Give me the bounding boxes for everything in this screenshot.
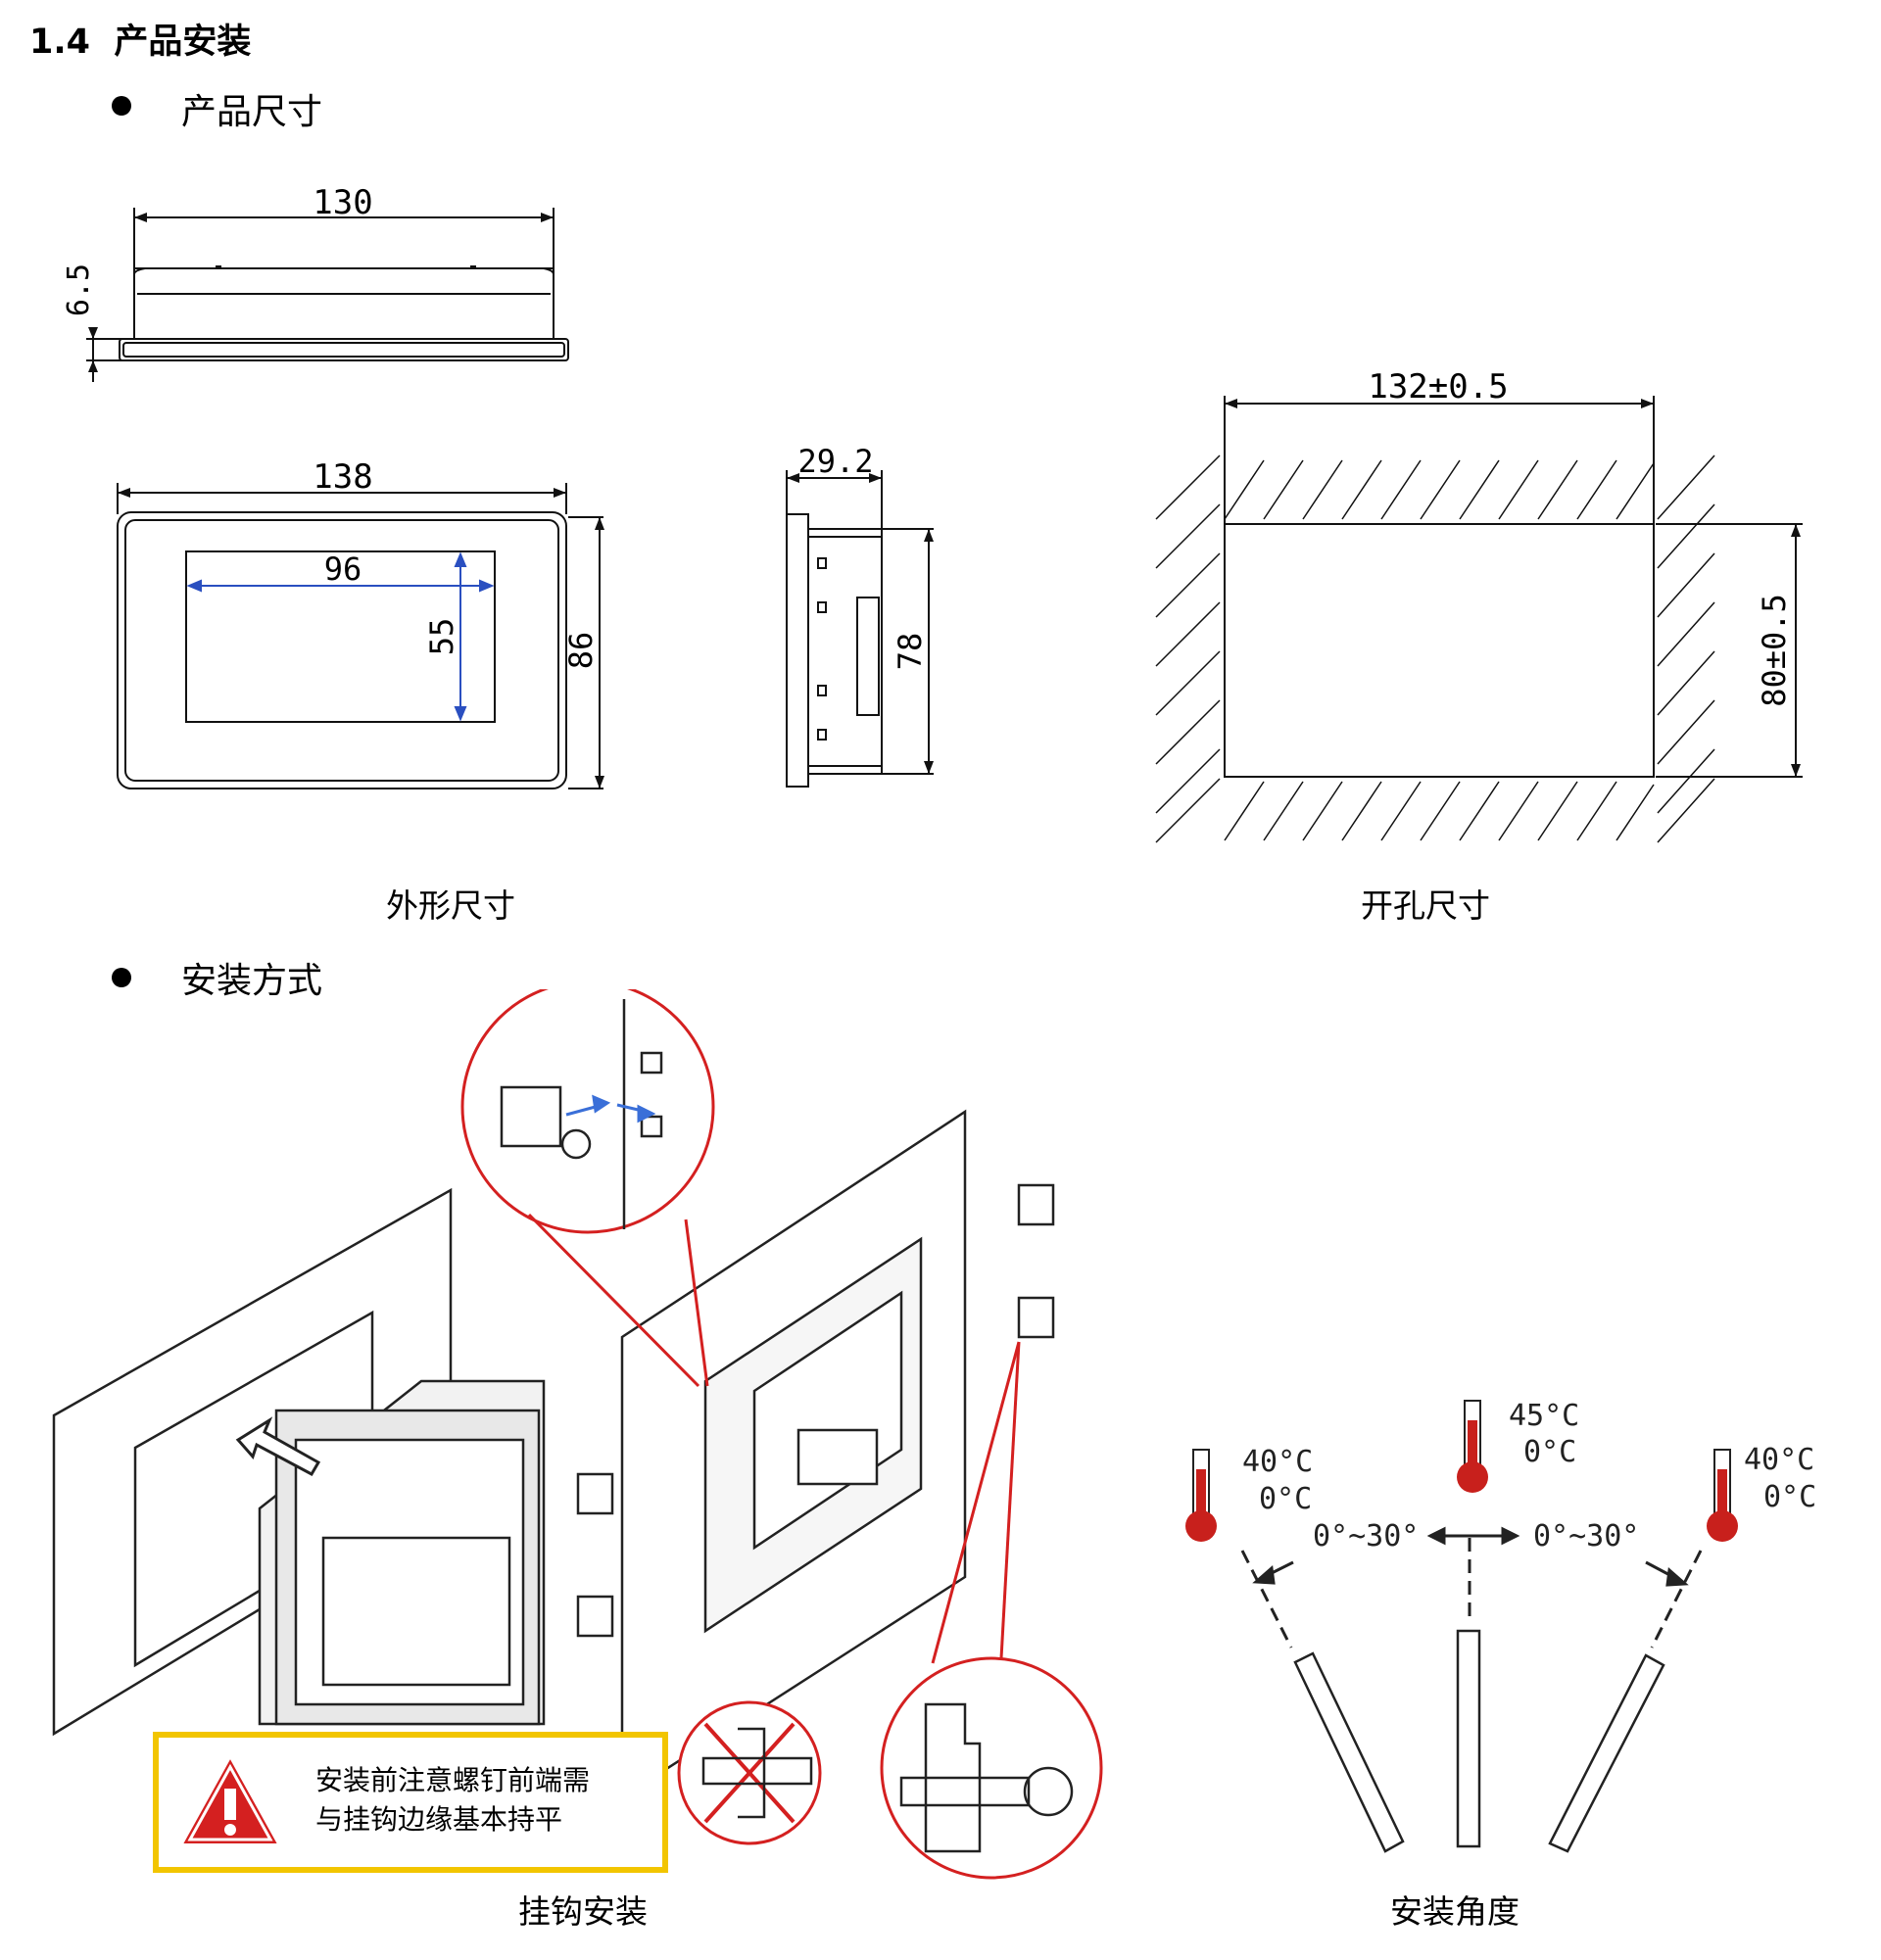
bullet-dot-icon — [112, 96, 131, 116]
center-temp-low: 0°C — [1523, 1435, 1576, 1469]
caption-cutout-size: 开孔尺寸 — [1361, 886, 1490, 925]
dim-cutout-height: 80±0.5 — [1756, 594, 1793, 707]
dim-depth: 29.2 — [797, 443, 873, 480]
bullet-dot-icon — [112, 968, 131, 987]
install-illustration: 40°C 0°C 45°C 0°C 40°C 0°C 0°~30° 0°~30° — [52, 989, 1816, 1880]
dim-side-width: 130 — [313, 183, 372, 222]
cutout-hatching — [1155, 454, 1715, 843]
dim-body-height: 78 — [892, 633, 929, 671]
dimension-drawings: 130 6.5 138 96 55 86 29.2 78 132±0.5 80±… — [62, 183, 1803, 843]
warning-line-2: 与挂钩边缘基本持平 — [315, 1803, 563, 1836]
cutout-drawing — [1224, 396, 1803, 778]
side-view-drawing — [86, 208, 569, 382]
section-number: 1.4 — [29, 23, 91, 62]
panel-vertical — [1456, 1629, 1481, 1848]
warning-line-1: 安装前注意螺钉前端需 — [315, 1764, 591, 1796]
section-title: 产品安装 — [114, 23, 252, 62]
right-temp-low: 0°C — [1763, 1480, 1816, 1514]
section-heading: 1.4 产品安装 — [29, 14, 251, 64]
warning-triangle-icon — [176, 1751, 284, 1847]
caption-install-angle: 安装角度 — [1390, 1892, 1519, 1931]
front-view-drawing — [117, 483, 603, 789]
left-temp-high: 40°C — [1242, 1445, 1313, 1479]
panel-tilt-right — [1548, 1653, 1665, 1853]
thermometer-icons — [1185, 1400, 1738, 1542]
right-angle-range: 0°~30° — [1533, 1519, 1639, 1554]
panel-tilt-left — [1293, 1651, 1405, 1853]
right-temp-high: 40°C — [1744, 1443, 1814, 1477]
left-temp-low: 0°C — [1259, 1482, 1312, 1516]
depth-view-drawing — [786, 470, 934, 788]
caption-hook-install: 挂钩安装 — [518, 1892, 648, 1931]
dim-front-width: 138 — [313, 457, 372, 497]
left-angle-range: 0°~30° — [1313, 1519, 1419, 1554]
bullet-install-method: 安装方式 — [181, 961, 323, 1001]
caption-outline-size: 外形尺寸 — [386, 886, 515, 925]
dim-screen-height: 55 — [423, 618, 460, 656]
dim-side-thickness: 6.5 — [62, 263, 96, 316]
warning-box: 安装前注意螺钉前端需 与挂钩边缘基本持平 — [153, 1732, 668, 1873]
bullet-product-size: 产品尺寸 — [181, 92, 323, 132]
dim-screen-width: 96 — [324, 550, 362, 588]
dim-cutout-width: 132±0.5 — [1368, 367, 1508, 406]
center-temp-high: 45°C — [1509, 1399, 1579, 1433]
dim-front-height: 86 — [562, 632, 600, 670]
